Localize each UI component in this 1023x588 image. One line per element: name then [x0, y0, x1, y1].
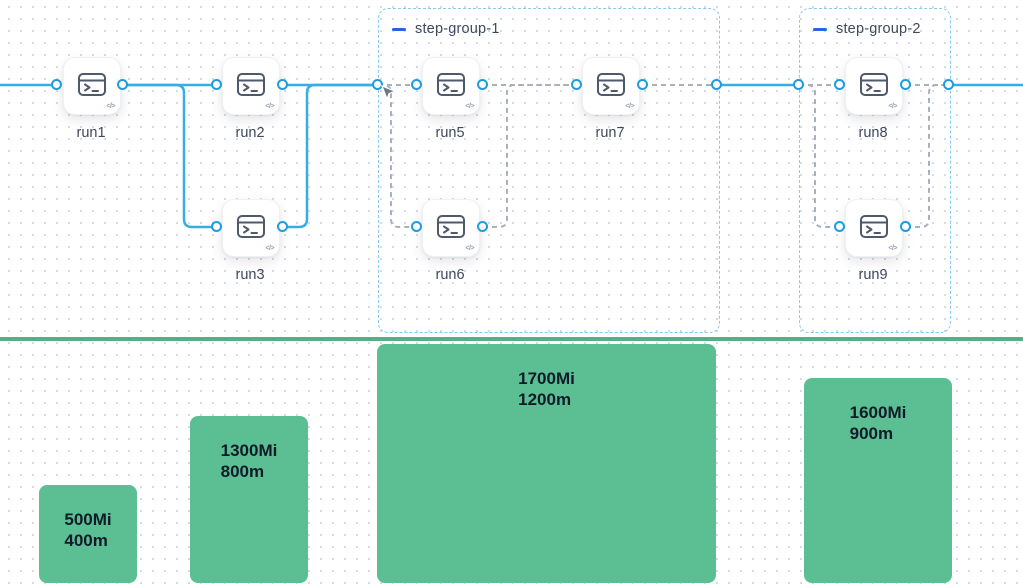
port-run8-out[interactable]	[900, 79, 911, 90]
node-run2[interactable]: </>	[222, 57, 280, 115]
cpu-value: 400m	[64, 531, 108, 550]
port-group1-out[interactable]	[711, 79, 722, 90]
node-label-run8: run8	[858, 125, 888, 141]
port-run9-in[interactable]	[834, 221, 845, 232]
node-run1[interactable]: </>	[63, 57, 121, 115]
port-run7-in[interactable]	[571, 79, 582, 90]
node-label-run5: run5	[435, 125, 465, 141]
memory-value: 1600Mi	[849, 403, 907, 422]
edge-run3-group1	[283, 83, 378, 229]
edge-run9-g2out	[906, 84, 949, 228]
port-run2-in[interactable]	[211, 79, 222, 90]
collapse-group-icon[interactable]	[392, 27, 406, 31]
resource-bar-4: 1600Mi 900m	[804, 378, 952, 583]
code-icon: </>	[465, 245, 474, 252]
node-label-run2: run2	[235, 125, 265, 141]
code-icon: </>	[265, 103, 274, 110]
memory-value: 1700Mi	[518, 369, 575, 388]
port-group2-out[interactable]	[943, 79, 954, 90]
step-group-2-box[interactable]: step-group-2	[799, 8, 951, 333]
edge-g2in-run9	[799, 84, 840, 228]
node-label-run1: run1	[76, 125, 106, 141]
terminal-icon	[437, 73, 465, 96]
node-label-run9: run9	[858, 267, 888, 283]
edge-layer	[0, 83, 1023, 229]
port-run3-in[interactable]	[211, 221, 222, 232]
port-run2-out[interactable]	[277, 79, 288, 90]
node-run3[interactable]: </>	[222, 199, 280, 257]
code-icon: </>	[888, 245, 897, 252]
port-run5-out[interactable]	[477, 79, 488, 90]
node-label-run7: run7	[595, 125, 625, 141]
cpu-value: 1200m	[518, 390, 572, 409]
port-run8-in[interactable]	[834, 79, 845, 90]
port-run9-out[interactable]	[900, 221, 911, 232]
edge-g1in-run6	[378, 84, 417, 228]
node-run9[interactable]: </>	[845, 199, 903, 257]
edge-run6-run7	[483, 84, 577, 228]
collapse-group-icon[interactable]	[813, 27, 827, 31]
port-run5-in[interactable]	[411, 79, 422, 90]
resource-bar-3: 1700Mi 1200m	[377, 344, 716, 583]
code-icon: </>	[106, 103, 115, 110]
port-group2-in[interactable]	[793, 79, 804, 90]
step-group-2-header: step-group-2	[813, 21, 921, 37]
step-group-1-box[interactable]: step-group-1	[378, 8, 720, 333]
code-icon: </>	[265, 245, 274, 252]
resource-bar-1: 500Mi 400m	[39, 485, 137, 583]
mouse-cursor-icon	[381, 85, 397, 101]
port-group1-in[interactable]	[372, 79, 383, 90]
code-icon: </>	[888, 103, 897, 110]
memory-value: 1300Mi	[220, 441, 278, 460]
node-run6[interactable]: </>	[422, 199, 480, 257]
step-group-1-header: step-group-1	[392, 21, 500, 37]
code-icon: </>	[465, 103, 474, 110]
node-run5[interactable]: </>	[422, 57, 480, 115]
terminal-icon	[597, 73, 625, 96]
terminal-icon	[237, 215, 265, 238]
terminal-icon	[860, 215, 888, 238]
port-run1-out[interactable]	[117, 79, 128, 90]
port-run1-in[interactable]	[51, 79, 62, 90]
port-run7-out[interactable]	[637, 79, 648, 90]
node-run7[interactable]: </>	[582, 57, 640, 115]
node-label-run3: run3	[235, 267, 265, 283]
node-label-run6: run6	[435, 267, 465, 283]
cpu-value: 900m	[849, 424, 894, 443]
port-run6-in[interactable]	[411, 221, 422, 232]
port-run6-out[interactable]	[477, 221, 488, 232]
cpu-value: 800m	[220, 462, 265, 481]
terminal-icon	[78, 73, 106, 96]
group-title: step-group-2	[836, 21, 921, 37]
group-title: step-group-1	[415, 21, 500, 37]
terminal-icon	[860, 73, 888, 96]
resource-divider-line	[0, 337, 1023, 341]
memory-value: 500Mi	[64, 510, 112, 529]
edge-run1-run3	[123, 83, 217, 229]
terminal-icon	[237, 73, 265, 96]
terminal-icon	[437, 215, 465, 238]
node-run8[interactable]: </>	[845, 57, 903, 115]
port-run3-out[interactable]	[277, 221, 288, 232]
code-icon: </>	[625, 103, 634, 110]
resource-bar-2: 1300Mi 800m	[190, 416, 308, 583]
